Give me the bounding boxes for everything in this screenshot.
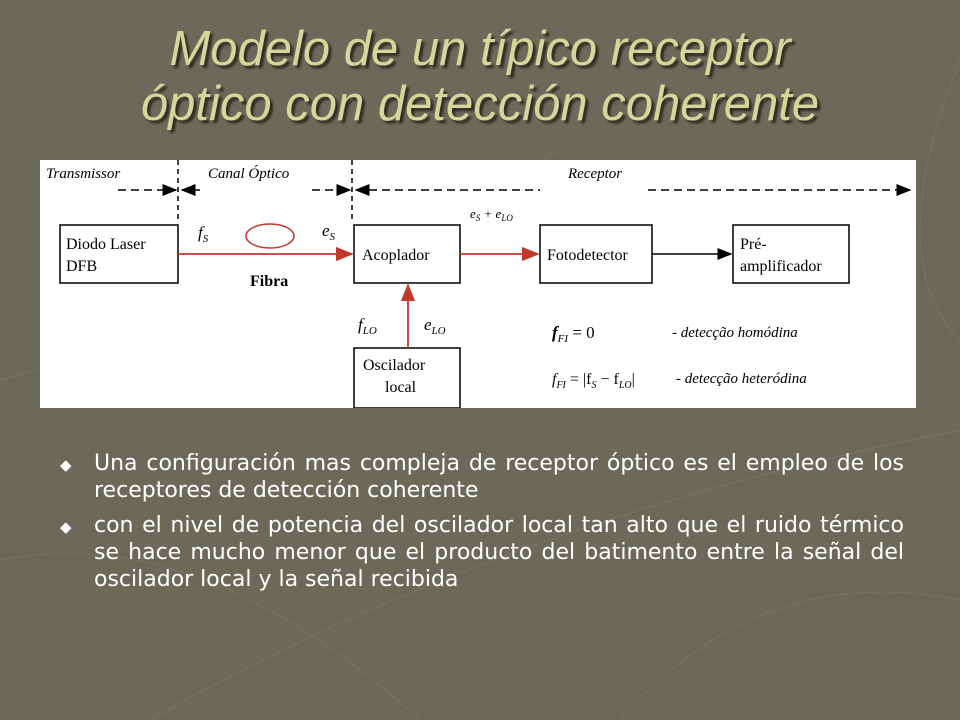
photodetector-label: Fotodetector	[547, 247, 629, 264]
sum-label: eS + eLO	[470, 206, 513, 223]
photodetector-block: Fotodetector	[539, 224, 653, 284]
preamp-block: Pré- amplificador	[732, 224, 850, 284]
diamond-bullet-icon: ◆	[60, 456, 72, 474]
laser-label-1: Diodo Laser	[66, 236, 146, 253]
laser-label-2: DFB	[66, 258, 97, 275]
title-line-2: óptico con detección coherente	[140, 77, 820, 131]
section-channel: Canal Óptico	[208, 165, 290, 182]
es-label: eS	[322, 221, 336, 243]
fiber-loop-icon	[245, 223, 295, 249]
homodyne-equation: fFI = 0	[552, 323, 595, 345]
heterodyne-note: - detecção heteródina	[676, 371, 807, 387]
elo-label: eLO	[424, 315, 446, 337]
coupler-block: Acoplador	[353, 224, 461, 284]
bullet-text-2: con el nivel de potencia del oscilador l…	[94, 513, 904, 592]
bullet-item-1: ◆ Una configuración mas compleja de rece…	[58, 450, 904, 504]
bullet-text-1: Una configuración mas compleja de recept…	[94, 451, 904, 503]
heterodyne-equation: fFI = |fS − fLO|	[552, 371, 635, 391]
section-receiver: Receptor	[567, 166, 622, 182]
laser-block: Diodo Laser DFB	[59, 224, 179, 284]
preamp-label-2: amplificador	[740, 258, 822, 275]
receiver-diagram: Transmissor Canal Óptico Receptor Diodo …	[40, 160, 916, 408]
oscillator-label-1: Oscilador	[363, 357, 426, 374]
bullet-list: ◆ Una configuración mas compleja de rece…	[58, 450, 904, 601]
flo-label: fLO	[358, 315, 377, 337]
fiber-label: Fibra	[250, 273, 288, 290]
homodyne-note: - detecção homódina	[672, 325, 798, 341]
slide-title: Modelo de un típico receptor óptico con …	[0, 22, 960, 132]
section-transmitter: Transmissor	[46, 166, 120, 182]
oscillator-block: Oscilador local	[353, 347, 461, 408]
diamond-bullet-icon: ◆	[60, 518, 72, 536]
coupler-label: Acoplador	[362, 247, 430, 264]
preamp-label-1: Pré-	[740, 236, 767, 253]
title-line-1: Modelo de un típico receptor	[169, 22, 791, 76]
fs-label: fS	[198, 223, 209, 245]
bullet-item-2: ◆ con el nivel de potencia del oscilador…	[58, 512, 904, 593]
oscillator-label-2: local	[385, 379, 417, 396]
